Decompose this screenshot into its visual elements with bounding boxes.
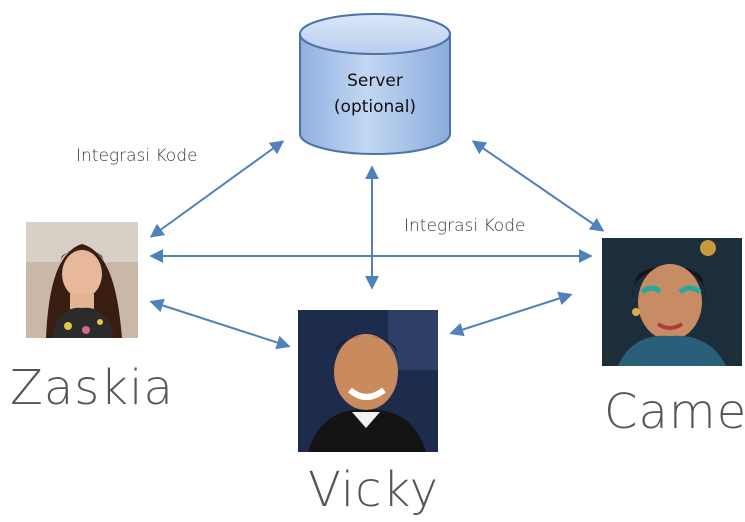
database-cylinder-icon bbox=[299, 13, 451, 155]
server-label: Server (optional) bbox=[298, 68, 452, 120]
server-database: Server (optional) bbox=[298, 12, 452, 156]
server-subtitle: (optional) bbox=[333, 97, 417, 117]
arrow-zaskia-vicky bbox=[149, 298, 291, 350]
vicky-photo bbox=[298, 310, 438, 452]
server-title: Server bbox=[347, 71, 403, 91]
edge-label-right: Integrasi Kode bbox=[404, 216, 526, 236]
arrow-server-zaskia bbox=[149, 140, 285, 238]
vicky-name: Vicky bbox=[308, 462, 439, 518]
arrow-vicky-camel bbox=[449, 291, 573, 337]
arrow-server-camel bbox=[471, 140, 605, 232]
edge-label-left: Integrasi Kode bbox=[76, 146, 198, 166]
camel-name: Camel bbox=[604, 384, 745, 440]
zaskia-name: Zaskia bbox=[10, 360, 174, 416]
zaskia-photo bbox=[26, 222, 138, 338]
camel-photo bbox=[602, 238, 742, 366]
